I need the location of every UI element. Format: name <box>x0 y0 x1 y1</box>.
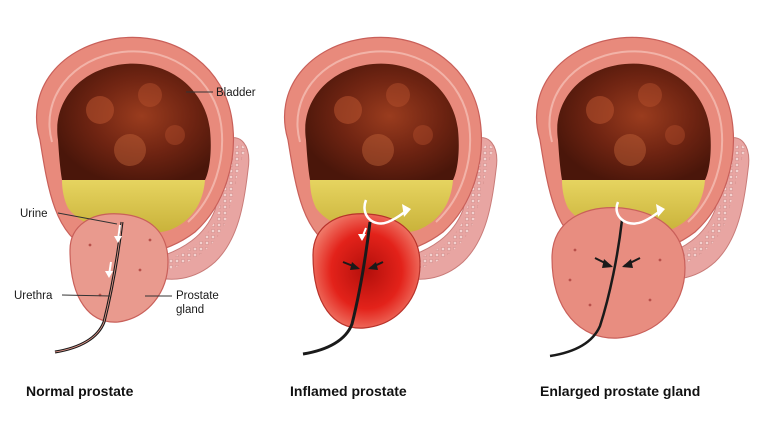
panel-normal-prostate: Bladder Urine Urethra Prostate gland Nor… <box>14 37 256 399</box>
prostate-gland-enlarged <box>551 207 686 339</box>
caption-normal-prostate: Normal prostate <box>26 383 134 399</box>
label-bladder: Bladder <box>216 87 256 99</box>
prostate-gland-inflamed <box>312 213 421 329</box>
caption-inflamed-prostate: Inflamed prostate <box>290 383 407 399</box>
caption-enlarged-prostate: Enlarged prostate gland <box>540 383 700 399</box>
prostate-gland-normal <box>69 213 169 323</box>
label-prostate-gland: Prostate gland <box>176 290 222 316</box>
panel-inflamed-prostate: Inflamed prostate <box>285 37 497 399</box>
panel-enlarged-prostate: Enlarged prostate gland <box>537 37 749 399</box>
label-urine: Urine <box>20 208 47 220</box>
label-urethra: Urethra <box>14 290 53 302</box>
